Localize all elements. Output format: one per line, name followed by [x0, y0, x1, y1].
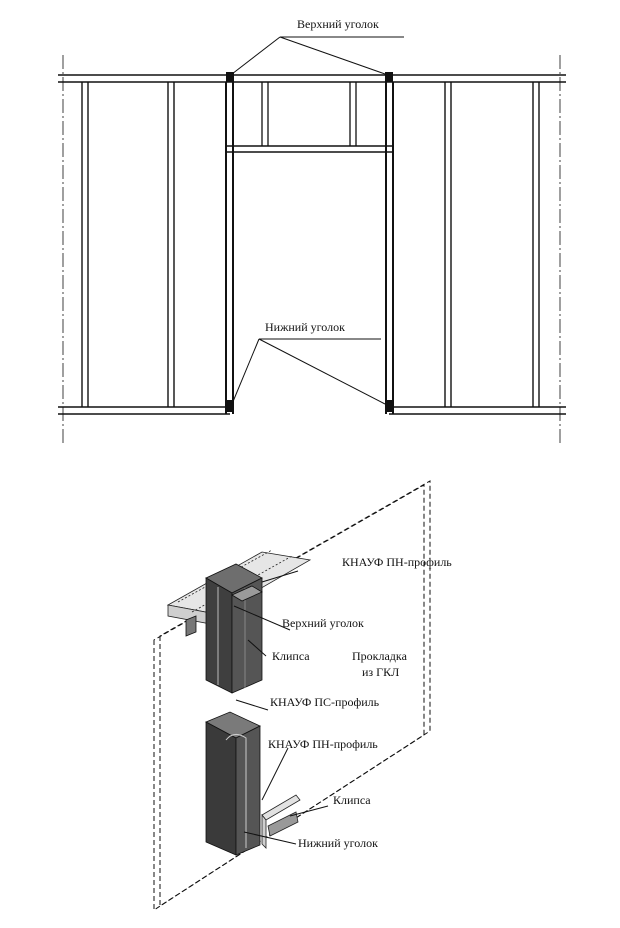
cripple-studs	[261, 82, 357, 146]
label-ps-profile: КНАУФ ПС-профиль	[270, 695, 380, 709]
wall-studs	[81, 82, 540, 407]
label-clip-top: Клипса	[272, 649, 310, 663]
wall-frame-elevation	[58, 36, 566, 445]
isometric-leaders	[233, 570, 329, 845]
label-bottom-corner: Нижний уголок	[265, 320, 345, 334]
isometric-detail	[153, 480, 431, 911]
ps-profile-upper	[205, 563, 263, 694]
bottom-guide-rail	[58, 406, 566, 415]
door-lintel	[226, 145, 393, 153]
corner-brackets	[226, 72, 393, 412]
label-pn-profile-top: КНАУФ ПН-профиль	[342, 555, 452, 569]
top-corner-leader	[231, 36, 404, 75]
pn-profile-bottom-rail	[261, 794, 301, 849]
gypsum-board-outline	[153, 480, 431, 911]
label-gasket-line2: из ГКЛ	[362, 665, 399, 679]
label-pn-profile-bottom: КНАУФ ПН-профиль	[268, 737, 378, 751]
label-top-corner: Верхний уголок	[297, 17, 379, 31]
top-guide-rail	[58, 74, 566, 83]
ps-profile-lower	[205, 711, 261, 856]
bottom-corner-leader	[231, 338, 386, 405]
label-top-corner-iso: Верхний уголок	[282, 616, 364, 630]
label-gasket-line1: Прокладка	[352, 649, 408, 663]
top-corner-bracket	[185, 585, 263, 637]
door-opening-posts	[225, 82, 394, 414]
label-bottom-corner-iso: Нижний уголок	[298, 836, 378, 850]
label-clip-bottom: Клипса	[333, 793, 371, 807]
